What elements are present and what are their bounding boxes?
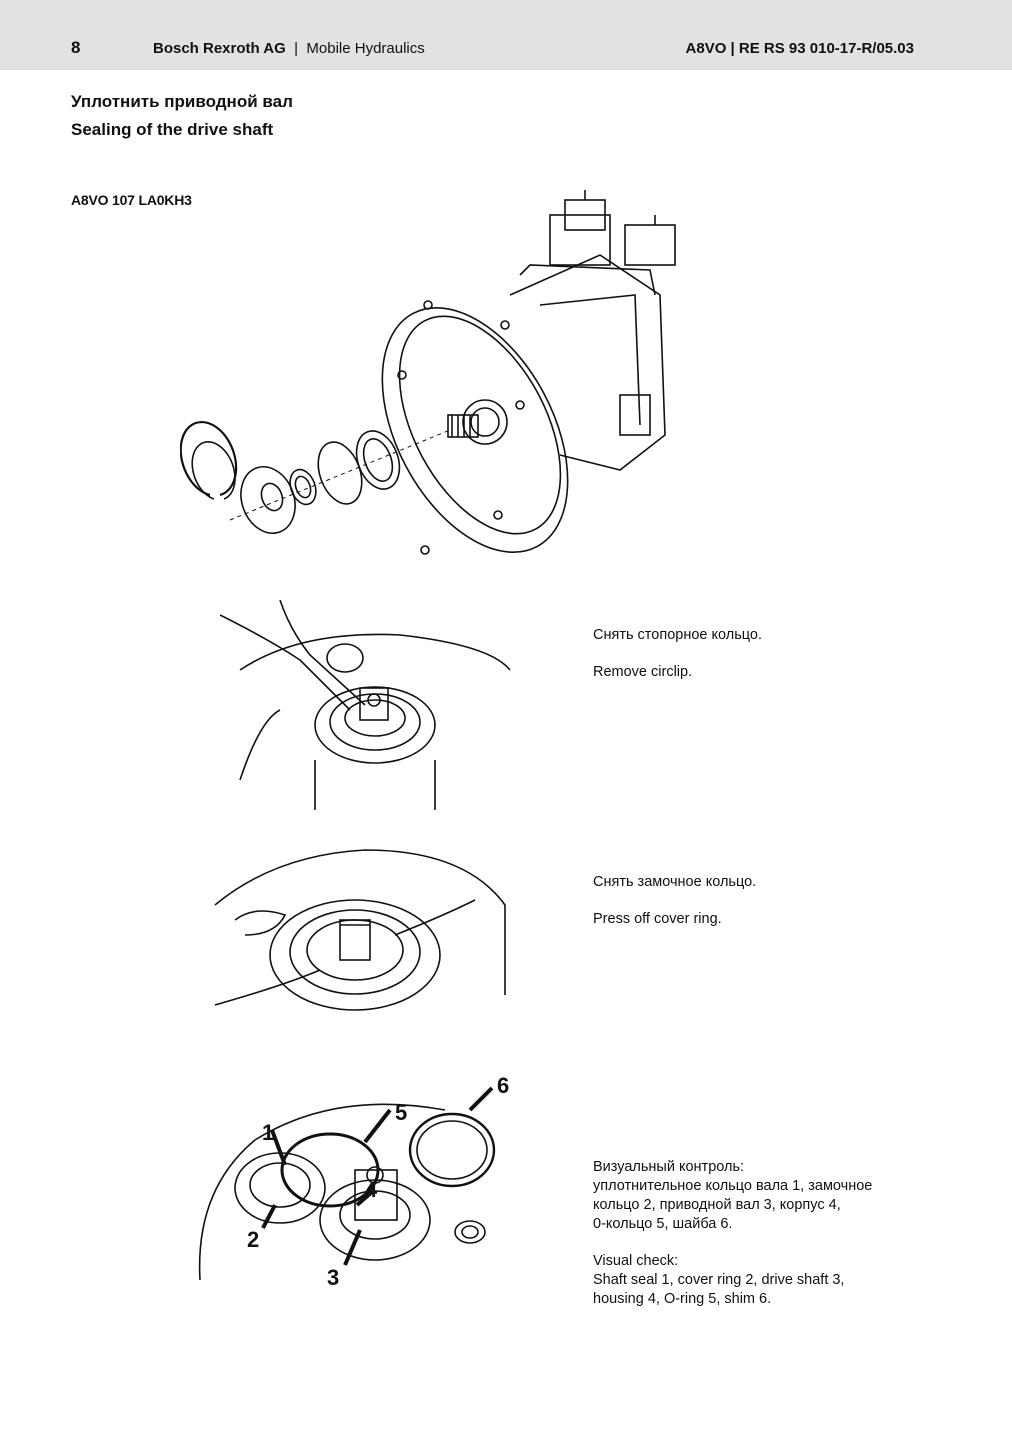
company-name: Bosch Rexroth AG xyxy=(153,40,286,57)
step-3-ru-line-3: 0-кольцо 5, шайба 6. xyxy=(593,1216,733,1232)
step-2-en: Press off cover ring. xyxy=(593,911,722,927)
pump-exploded-illustration xyxy=(180,190,676,555)
step-1-en: Remove circlip. xyxy=(593,664,693,680)
division-name: Mobile Hydraulics xyxy=(306,40,425,57)
remove-circlip-illustration xyxy=(220,600,511,810)
callout-2: 2 xyxy=(247,1227,259,1252)
step-2-ru: Снять замочное кольцо. xyxy=(593,874,757,890)
page-number: 8 xyxy=(71,38,81,57)
model-designation: A8VO 107 LA0KH3 xyxy=(71,192,192,208)
callout-6: 6 xyxy=(497,1073,509,1098)
step-1-note: Снять стопорное кольцо. Remove circlip. xyxy=(593,626,913,682)
visual-check-illustration: 1 2 3 4 5 6 xyxy=(198,1073,509,1290)
step-3-en-line-1: Shaft seal 1, cover ring 2, drive shaft … xyxy=(593,1272,845,1288)
step-3-en-heading: Visual check: xyxy=(593,1253,679,1269)
step-3-note: Визуальный контроль: уплотнительное коль… xyxy=(593,1158,923,1309)
step-2-note: Снять замочное кольцо. Press off cover r… xyxy=(593,873,913,929)
step-1-ru: Снять стопорное кольцо. xyxy=(593,627,762,643)
callout-5: 5 xyxy=(395,1100,407,1125)
step-3-ru-heading: Визуальный контроль: xyxy=(593,1159,745,1175)
header-separator: | xyxy=(294,40,299,57)
document-reference: A8VO | RE RS 93 010-17-R/05.03 xyxy=(685,40,914,57)
page-header: 8 Bosch Rexroth AG | Mobile Hydraulics A… xyxy=(0,0,1012,70)
callout-4: 4 xyxy=(365,1177,378,1202)
press-off-cover-ring-illustration xyxy=(214,849,506,1011)
callout-1: 1 xyxy=(262,1120,274,1145)
step-3-ru-line-2: кольцо 2, приводной вал 3, корпус 4, xyxy=(593,1197,841,1213)
step-3-ru-line-1: уплотнительное кольцо вала 1, замочное xyxy=(593,1178,873,1194)
callout-3: 3 xyxy=(327,1265,339,1290)
header-company-line: Bosch Rexroth AG | Mobile Hydraulics xyxy=(153,40,425,57)
title-russian: Уплотнить приводной вал xyxy=(71,92,293,111)
title-english: Sealing of the drive shaft xyxy=(71,120,274,139)
step-3-en-line-2: housing 4, O-ring 5, shim 6. xyxy=(593,1291,772,1307)
